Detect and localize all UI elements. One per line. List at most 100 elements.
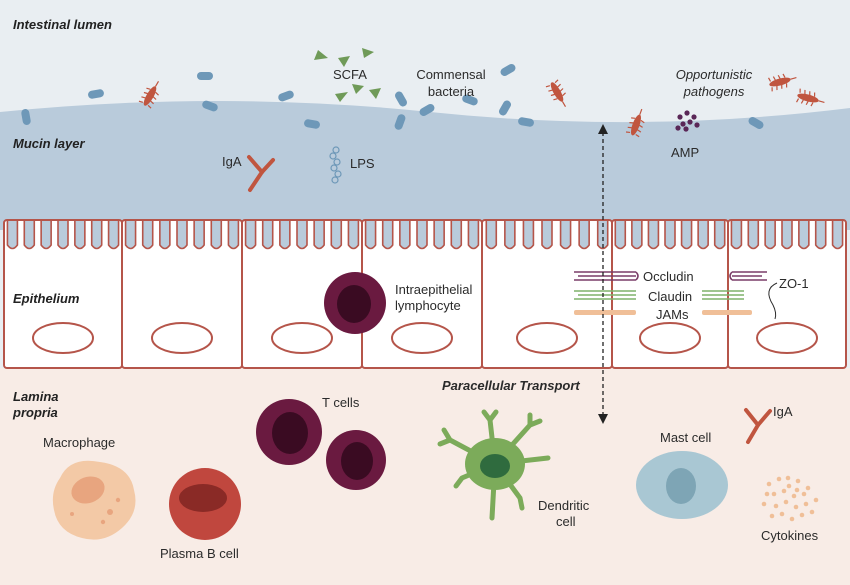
epithelial-cell	[727, 219, 847, 369]
label-amp: AMP	[671, 145, 700, 160]
commensal-bacterium	[462, 94, 478, 106]
commensal-bacterium	[202, 100, 218, 112]
microvillus	[193, 221, 205, 250]
commensal-bacterium	[518, 117, 534, 127]
microvillus	[6, 221, 19, 250]
cytokine-dot	[785, 475, 791, 481]
region-lamina-line1: Lamina	[13, 389, 59, 404]
microvillus	[176, 221, 188, 250]
microvillus	[261, 221, 274, 250]
scfa-triangle	[362, 48, 374, 58]
cytokine-dot	[769, 513, 775, 519]
microvillus	[541, 221, 553, 250]
microvillus	[664, 221, 676, 250]
label-jams: JAMs	[656, 307, 689, 322]
intraepithelial-lymphocyte	[324, 272, 386, 334]
cytokine-dot	[776, 476, 782, 482]
cytokine-dot	[783, 499, 789, 505]
label-t-cells: T cells	[322, 395, 360, 410]
nucleus	[271, 322, 333, 354]
pathogen	[545, 79, 567, 108]
microvillus	[433, 221, 445, 250]
cytokine-dot	[793, 504, 799, 510]
label-iel-line2: lymphocyte	[395, 298, 461, 313]
microvillus	[596, 221, 609, 250]
label-dendritic-line2: cell	[556, 514, 576, 529]
pathogen	[768, 73, 797, 92]
nucleus	[32, 322, 94, 354]
microvillus	[814, 221, 827, 250]
t-cell	[326, 430, 386, 490]
nucleus	[756, 322, 818, 354]
cytokine-dot	[813, 497, 819, 503]
cytokine-dot	[781, 488, 787, 494]
microvillus	[614, 221, 627, 250]
microvillus	[747, 221, 760, 250]
label-commensal-line2: bacteria	[427, 84, 475, 99]
microvillus	[57, 221, 69, 250]
cytokine-dot	[766, 481, 772, 487]
commensal-bacterium	[197, 72, 213, 80]
microvillus	[504, 221, 516, 250]
label-macrophage: Macrophage	[43, 435, 116, 450]
microvillus	[159, 221, 171, 250]
scfa-triangle	[352, 84, 364, 94]
scfa-triangle	[338, 56, 350, 67]
nucleus	[151, 322, 213, 354]
cytokine-dot	[789, 516, 795, 522]
macrophage	[52, 460, 136, 540]
commensal-bacterium	[499, 100, 511, 116]
microvillus	[831, 221, 844, 250]
microvillus	[713, 221, 726, 250]
commensal-bacterium	[419, 104, 435, 117]
microvillus	[23, 221, 36, 250]
cytokine-dot	[791, 493, 797, 499]
label-iga-lamina: IgA	[773, 404, 793, 419]
tight-junction-claudin-glyphs	[574, 290, 744, 300]
cytokine-dot	[773, 503, 779, 509]
microvillus	[399, 221, 411, 250]
scfa-triangle	[335, 92, 348, 102]
microvillus	[74, 221, 86, 250]
label-plasma-b-cell: Plasma B cell	[160, 546, 239, 561]
microvillus	[764, 221, 776, 250]
lps-molecule	[329, 146, 342, 184]
cytokine-dot	[795, 478, 801, 484]
label-iel-line1: Intraepithelial	[395, 282, 473, 297]
microvillus	[781, 221, 793, 250]
microvillus	[680, 221, 693, 250]
cytokine-dot	[779, 511, 785, 517]
microvillus	[647, 221, 660, 250]
cytokines-dots	[761, 475, 819, 522]
label-scfa: SCFA	[333, 67, 367, 82]
commensal-bacterium	[500, 64, 516, 76]
microvillus	[467, 221, 480, 250]
mucin-layer	[0, 101, 850, 230]
label-mast-cell: Mast cell	[660, 430, 712, 445]
opportunistic-pathogens	[138, 73, 825, 138]
zo1-pointer	[768, 282, 778, 320]
tight-junction-occludin-glyphs	[574, 271, 767, 281]
plasma-b-cell	[169, 468, 241, 540]
commensal-bacterium	[88, 89, 104, 99]
scfa-triangle	[314, 50, 328, 60]
epithelial-nuclei	[32, 322, 818, 354]
microvillus	[631, 221, 643, 250]
microvillus	[227, 221, 240, 250]
region-mucin-layer: Mucin layer	[13, 136, 85, 151]
microvillus	[90, 221, 103, 250]
region-intestinal-lumen: Intestinal lumen	[13, 17, 112, 32]
microvillus	[364, 221, 377, 250]
commensal-bacterium	[21, 109, 31, 125]
microvillus	[522, 221, 535, 250]
cytokine-dot	[799, 512, 805, 518]
microvillus	[40, 221, 52, 250]
microvillus	[578, 221, 590, 250]
label-zo1: ZO-1	[779, 276, 809, 291]
nucleus	[639, 322, 701, 354]
microvillus	[485, 221, 498, 250]
pathogen	[625, 108, 645, 138]
region-epithelium: Epithelium	[13, 291, 80, 306]
